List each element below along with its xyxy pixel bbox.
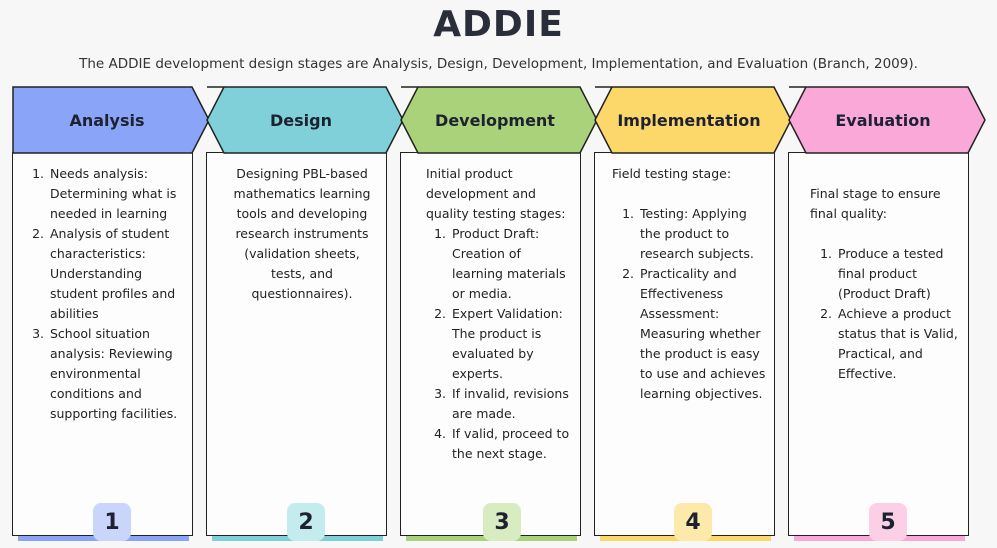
arrow-shape	[400, 86, 598, 154]
stage-number-badge: 4	[674, 503, 712, 541]
arrow-shape	[788, 86, 986, 154]
stage-number-badge: 5	[869, 503, 907, 541]
list-item: Achieve a product status that is Valid, …	[836, 304, 970, 384]
stage-card	[594, 152, 775, 536]
stage-intro: Initial product development and quality …	[426, 166, 566, 221]
stage-content: Final stage to ensure final quality: Pro…	[810, 184, 970, 384]
stage-paragraph: Designing PBL-based mathematics learning…	[233, 166, 371, 301]
stage-intro: Field testing stage:	[612, 166, 732, 181]
stage-implementation: Implementation Field testing stage: Test…	[594, 86, 792, 548]
list-item: If invalid, revisions are made.	[450, 384, 574, 424]
arrow-shape	[594, 86, 792, 154]
stage-arrow: Analysis	[12, 86, 210, 154]
list-item: Expert Validation: The product is evalua…	[450, 304, 574, 384]
list-item: Produce a tested final product (Product …	[836, 244, 970, 304]
stage-card	[12, 152, 193, 536]
page-subtitle: The ADDIE development design stages are …	[79, 56, 918, 72]
stage-arrow: Design	[206, 86, 404, 154]
stage-intro: Final stage to ensure final quality:	[810, 186, 941, 221]
list-item: Analysis of student characteristics: Und…	[48, 224, 184, 324]
stage-arrow: Development	[400, 86, 598, 154]
arrow-shape	[206, 86, 404, 154]
list-item: Product Draft: Creation of learning mate…	[450, 224, 574, 304]
list-item: Needs analysis: Determining what is need…	[48, 164, 184, 224]
stage-arrow: Evaluation	[788, 86, 986, 154]
stage-arrow: Implementation	[594, 86, 792, 154]
stage-card	[400, 152, 581, 536]
stage-label: Implementation	[617, 110, 761, 130]
stage-label: Analysis	[69, 110, 145, 130]
stage-content: Needs analysis: Determining what is need…	[16, 164, 184, 424]
list-item: Practicality and Effectiveness Assessmen…	[638, 264, 770, 404]
stage-number-badge: 1	[93, 503, 131, 541]
arrow-shape	[12, 86, 210, 154]
stage-development: Development Initial product development …	[400, 86, 598, 548]
list-item: School situation analysis: Reviewing env…	[48, 324, 184, 424]
stage-number-badge: 2	[287, 503, 325, 541]
stage-content: Designing PBL-based mathematics learning…	[228, 164, 376, 304]
page-title: ADDIE	[433, 4, 564, 45]
stage-label: Design	[270, 110, 332, 130]
list-item: Testing: Applying the product to researc…	[638, 204, 770, 264]
stage-content: Initial product development and quality …	[426, 164, 574, 464]
stage-evaluation: Evaluation Final stage to ensure final q…	[788, 86, 986, 548]
stage-label: Development	[435, 110, 555, 130]
stage-card	[206, 152, 387, 536]
stage-design: Design Designing PBL-based mathematics l…	[206, 86, 404, 548]
stage-content: Field testing stage: Testing: Applying t…	[612, 164, 770, 404]
stage-analysis: Analysis Needs analysis: Determining wha…	[12, 86, 210, 548]
list-item: If valid, proceed to the next stage.	[450, 424, 574, 464]
stage-label: Evaluation	[835, 110, 931, 130]
stage-number-badge: 3	[483, 503, 521, 541]
